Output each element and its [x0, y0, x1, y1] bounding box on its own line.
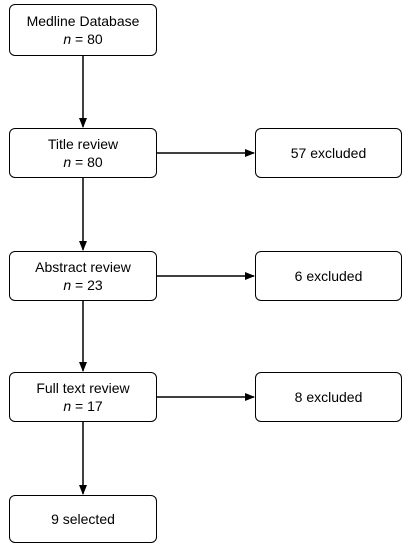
node-full-text-excluded: 8 excluded — [255, 372, 402, 422]
node-count: n = 80 — [63, 30, 102, 48]
excluded-label: 8 excluded — [294, 389, 363, 405]
node-full-text-review: Full text review n = 17 — [9, 372, 157, 422]
node-label: Abstract review — [35, 259, 131, 275]
node-title-review: Title review n = 80 — [9, 128, 157, 178]
n-value: = 80 — [71, 31, 103, 47]
node-count: n = 17 — [63, 397, 102, 415]
excluded-label: 57 excluded — [290, 145, 367, 161]
n-symbol: n — [63, 277, 72, 293]
n-symbol: n — [63, 398, 72, 414]
node-title-excluded: 57 excluded — [255, 128, 402, 178]
n-symbol: n — [63, 154, 72, 170]
n-value: = 80 — [71, 154, 103, 170]
node-label: Title review — [47, 136, 119, 152]
n-value: = 17 — [71, 398, 103, 414]
node-label: 9 selected — [51, 511, 115, 527]
n-value: = 23 — [71, 277, 103, 293]
node-label: Full text review — [36, 380, 130, 396]
n-symbol: n — [63, 31, 72, 47]
node-label: Medline Database — [26, 13, 140, 29]
node-abstract-excluded: 6 excluded — [255, 251, 402, 301]
node-count: n = 80 — [63, 153, 102, 171]
node-abstract-review: Abstract review n = 23 — [9, 251, 157, 301]
node-selected: 9 selected — [9, 495, 157, 543]
node-medline-database: Medline Database n = 80 — [9, 4, 157, 56]
node-count: n = 23 — [63, 276, 102, 294]
excluded-label: 6 excluded — [294, 268, 363, 284]
